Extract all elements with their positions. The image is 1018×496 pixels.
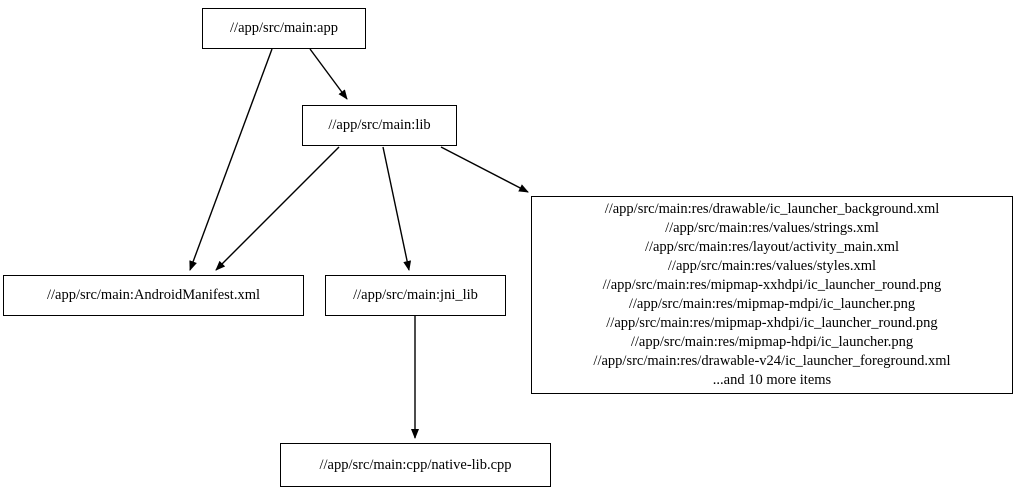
graph-node-native-lib-cpp-label: //app/src/main:cpp/native-lib.cpp [319,456,512,473]
graph-node-res-group-label: //app/src/main:res/drawable/ic_launcher_… [593,201,951,388]
graph-node-androidmanifest[interactable]: //app/src/main:AndroidManifest.xml [3,275,304,316]
graph-node-jni-lib-label: //app/src/main:jni_lib [353,287,478,303]
graph-node-app-label: //app/src/main:app [230,20,338,36]
edge-lib-to-manifest [215,146,340,271]
graph-node-jni-lib[interactable]: //app/src/main:jni_lib [325,275,506,316]
edge-lib-to-res [440,146,529,193]
edge-app-to-lib [309,48,348,100]
graph-node-app[interactable]: //app/src/main:app [202,8,366,49]
graph-node-native-lib-cpp[interactable]: //app/src/main:cpp/native-lib.cpp [280,443,551,487]
edge-app-to-manifest [189,48,273,271]
graph-node-lib[interactable]: //app/src/main:lib [302,105,457,146]
graph-node-androidmanifest-label: //app/src/main:AndroidManifest.xml [46,287,261,303]
edge-lib-to-jni [382,146,412,271]
graph-node-lib-label: //app/src/main:lib [328,117,431,133]
graph-node-res-group[interactable]: //app/src/main:res/drawable/ic_launcher_… [531,196,1013,394]
